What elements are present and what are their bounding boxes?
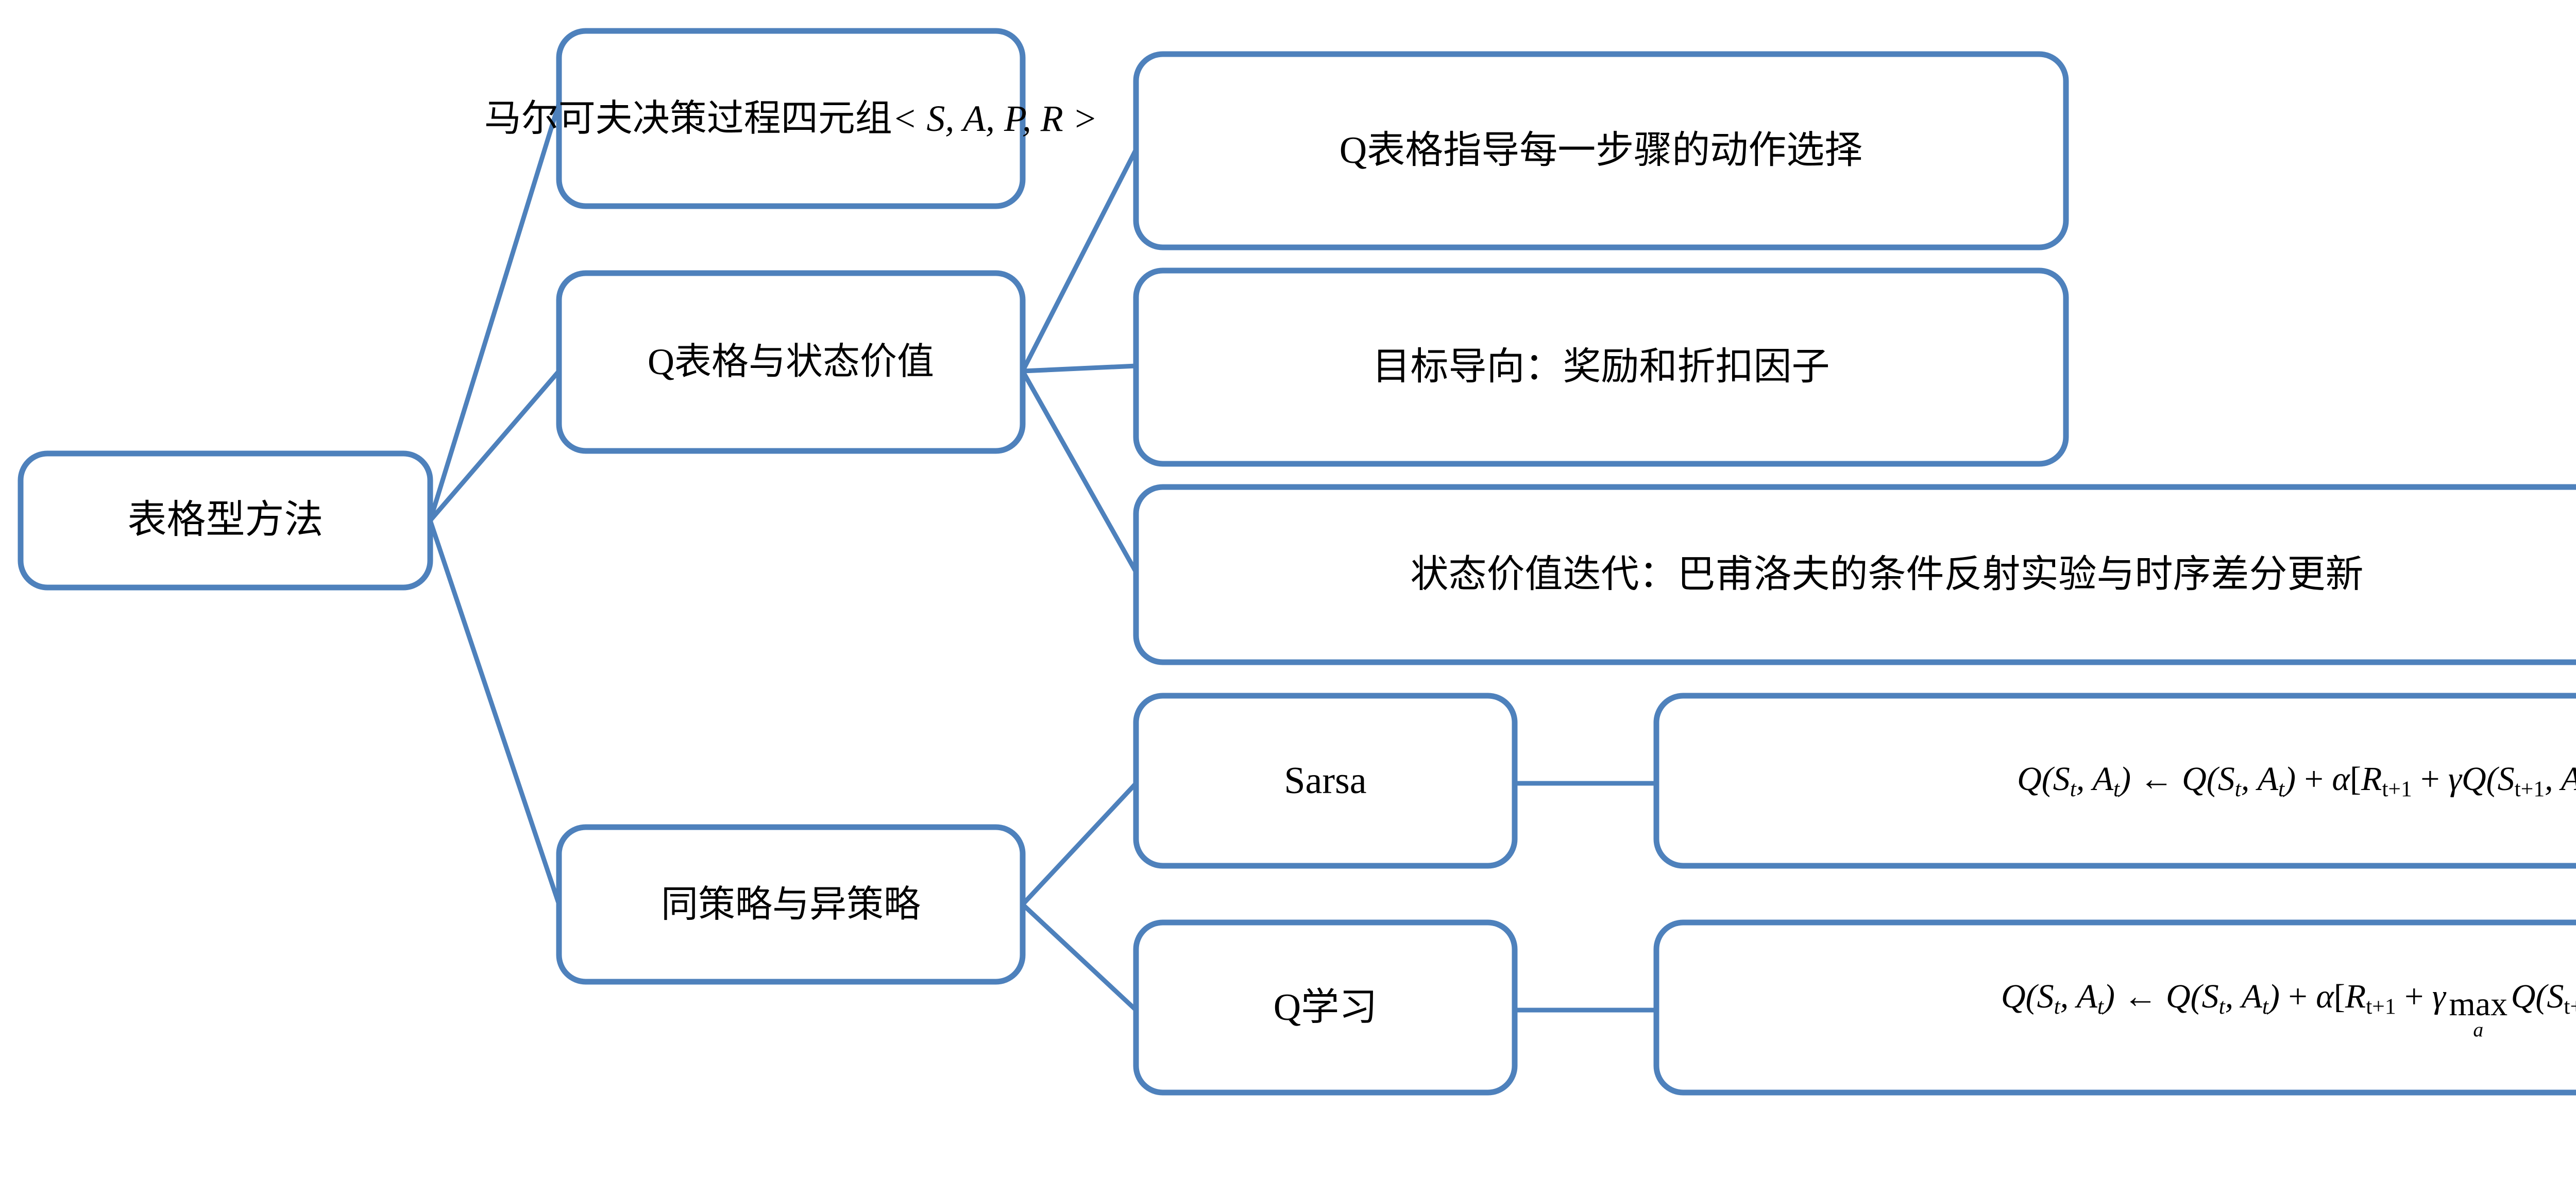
node-box-policy[interactable] bbox=[556, 824, 1026, 985]
node-box-qtable-child-1[interactable] bbox=[1133, 51, 2069, 250]
node-box-group bbox=[18, 28, 2576, 1096]
connector-root-to-policy bbox=[428, 519, 562, 905]
node-box-formula-sarsa[interactable] bbox=[1653, 693, 2576, 869]
connector-policy-to-qlearning bbox=[1021, 902, 1138, 1012]
connector-qtable-to-c2 bbox=[1022, 363, 1137, 374]
connector-qtable-to-c1 bbox=[1020, 148, 1139, 373]
connector-root-to-qtable bbox=[428, 370, 561, 522]
node-box-sarsa[interactable] bbox=[1133, 693, 1518, 869]
node-box-qlearning[interactable] bbox=[1133, 919, 1518, 1096]
connector-policy-to-sarsa bbox=[1021, 781, 1138, 906]
node-box-root[interactable] bbox=[18, 450, 433, 591]
node-box-qtable-child-3[interactable] bbox=[1133, 484, 2576, 665]
node-box-mdp[interactable] bbox=[556, 28, 1026, 209]
node-box-formula-qlearning[interactable] bbox=[1653, 919, 2576, 1096]
connector-qtable-to-c3 bbox=[1021, 370, 1138, 574]
connector-root-to-mdp bbox=[428, 102, 562, 522]
node-box-qtable[interactable] bbox=[556, 270, 1026, 454]
node-box-qtable-child-2[interactable] bbox=[1133, 267, 2069, 467]
connector-group bbox=[428, 102, 1656, 1013]
